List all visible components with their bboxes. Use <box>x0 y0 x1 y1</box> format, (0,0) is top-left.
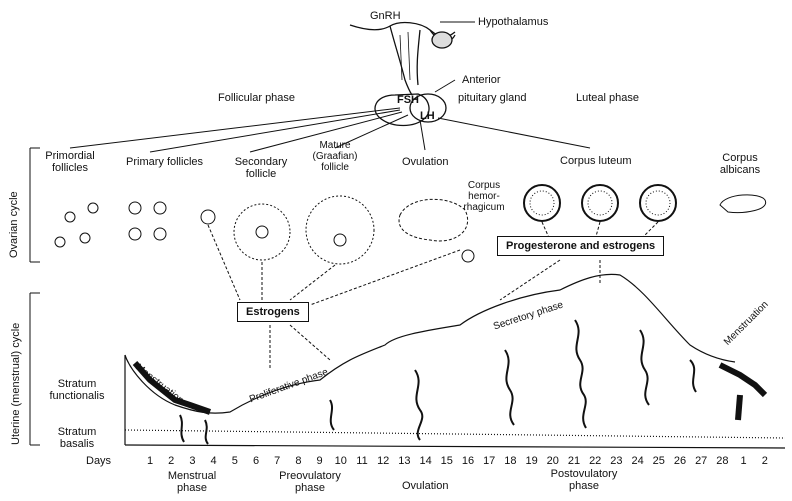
progesterone-estrogens-box: Progesterone and estrogens <box>497 236 665 256</box>
stage-primordial: Primordial follicles <box>40 150 100 174</box>
day-tick-label: 16 <box>461 455 475 467</box>
day-tick-label: 6 <box>252 455 260 467</box>
preovulatory-phase-line1: Preovulatory <box>279 470 341 482</box>
ovarian-follicles <box>54 184 767 265</box>
stage-secondary-line2: follicle <box>245 168 277 180</box>
stage-mature: Mature (Graafian) follicle <box>305 140 365 173</box>
stage-primordial-line1: Primordial <box>45 150 95 162</box>
day-tick-label: 2 <box>761 455 768 467</box>
day-tick-label: 15 <box>440 455 453 467</box>
postovulatory-phase-label: Postovulatory phase <box>544 468 624 492</box>
stage-primary: Primary follicles <box>126 156 204 168</box>
luteal-phase-label: Luteal phase <box>576 92 639 104</box>
stratum-functionalis-label: Stratum functionalis <box>32 378 122 402</box>
stage-mature-line2: (Graafian) <box>312 151 358 162</box>
menstrual-phase-label: Menstrual phase <box>162 470 222 494</box>
ovulation-bottom-label: Ovulation <box>402 480 449 492</box>
day-tick-label: 10 <box>334 455 347 467</box>
stage-secondary: Secondary follicle <box>228 156 294 180</box>
menstrual-phase-line2: phase <box>177 482 207 494</box>
day-tick-label: 24 <box>631 455 644 467</box>
estrogens-box: Estrogens <box>237 302 309 322</box>
postovulatory-phase-line1: Postovulatory <box>550 468 618 480</box>
day-tick-label: 13 <box>398 455 411 467</box>
day-tick-label: 3 <box>189 455 196 467</box>
pituitary-illustration <box>349 21 456 127</box>
corpus-hemorrhagicum-label: Corpus hemor- rhagicum <box>458 180 510 213</box>
pituitary-gland-label: pituitary gland <box>458 92 527 104</box>
day-tick-label: 1 <box>146 455 154 467</box>
stratum-basalis-line1: Stratum <box>57 426 97 438</box>
day-tick-label: 2 <box>168 455 175 467</box>
fsh-label: FSH <box>397 94 419 106</box>
stratum-basalis-line2: basalis <box>59 438 95 450</box>
preovulatory-phase-label: Preovulatory phase <box>270 470 350 494</box>
stage-primordial-line2: follicles <box>51 162 89 174</box>
day-tick-label: 21 <box>567 455 581 467</box>
corpus-hemorrhagicum-line2: hemor- <box>468 191 500 202</box>
day-tick-label: 7 <box>274 455 281 467</box>
corpus-hemorrhagicum-line1: Corpus <box>467 180 501 191</box>
stage-corpus-luteum: Corpus luteum <box>560 155 632 167</box>
corpus-hemorrhagicum-line3: rhagicum <box>463 202 505 213</box>
gnrh-label: GnRH <box>370 10 401 22</box>
stage-corpus-albicans-line2: albicans <box>719 164 761 176</box>
day-tick-label: 18 <box>504 455 517 467</box>
stage-ovulation: Ovulation <box>402 156 449 168</box>
day-tick-label: 12 <box>377 455 390 467</box>
day-tick-label: 22 <box>589 455 602 467</box>
day-tick-label: 5 <box>231 455 238 467</box>
lh-label: LH <box>420 110 435 122</box>
hypothalamus-label: Hypothalamus <box>478 16 549 28</box>
day-tick-label: 26 <box>673 455 687 467</box>
stage-mature-line3: follicle <box>321 162 349 173</box>
ovarian-bracket <box>29 147 40 446</box>
day-tick-label: 27 <box>695 455 708 467</box>
day-tick-label: 9 <box>316 455 323 467</box>
days-label: Days <box>86 455 112 467</box>
follicular-phase-label: Follicular phase <box>218 92 296 104</box>
stratum-functionalis-line2: functionalis <box>49 390 105 402</box>
day-tick-label: 19 <box>525 455 538 467</box>
day-tick-label: 25 <box>652 455 665 467</box>
postovulatory-phase-line2: phase <box>569 480 599 492</box>
uterine-cycle-label: Uterine (menstrual) cycle <box>10 322 22 445</box>
stratum-functionalis-line1: Stratum <box>57 378 97 390</box>
anterior-label: Anterior <box>462 74 501 86</box>
day-tick-label: 1 <box>740 455 747 467</box>
menstrual-phase-line1: Menstrual <box>167 470 217 482</box>
day-tick-label: 8 <box>295 455 302 467</box>
preovulatory-phase-line2: phase <box>295 482 325 494</box>
stage-corpus-albicans: Corpus albicans <box>710 152 770 176</box>
day-tick-label: 11 <box>356 455 368 467</box>
endometrium <box>124 273 786 449</box>
ovarian-cycle-label: Ovarian cycle <box>8 191 20 258</box>
day-tick-label: 23 <box>610 455 623 467</box>
stratum-basalis-label: Stratum basalis <box>42 426 112 450</box>
day-tick-label: 28 <box>716 455 729 467</box>
hormone-arrows <box>69 21 591 153</box>
day-tick-label: 4 <box>210 455 217 467</box>
stage-secondary-line1: Secondary <box>234 156 288 168</box>
stage-mature-line1: Mature <box>319 140 351 151</box>
day-tick-label: 14 <box>419 455 432 467</box>
day-tick-label: 17 <box>483 455 496 467</box>
day-tick-label: 20 <box>546 455 559 467</box>
stage-corpus-albicans-line1: Corpus <box>722 152 758 164</box>
